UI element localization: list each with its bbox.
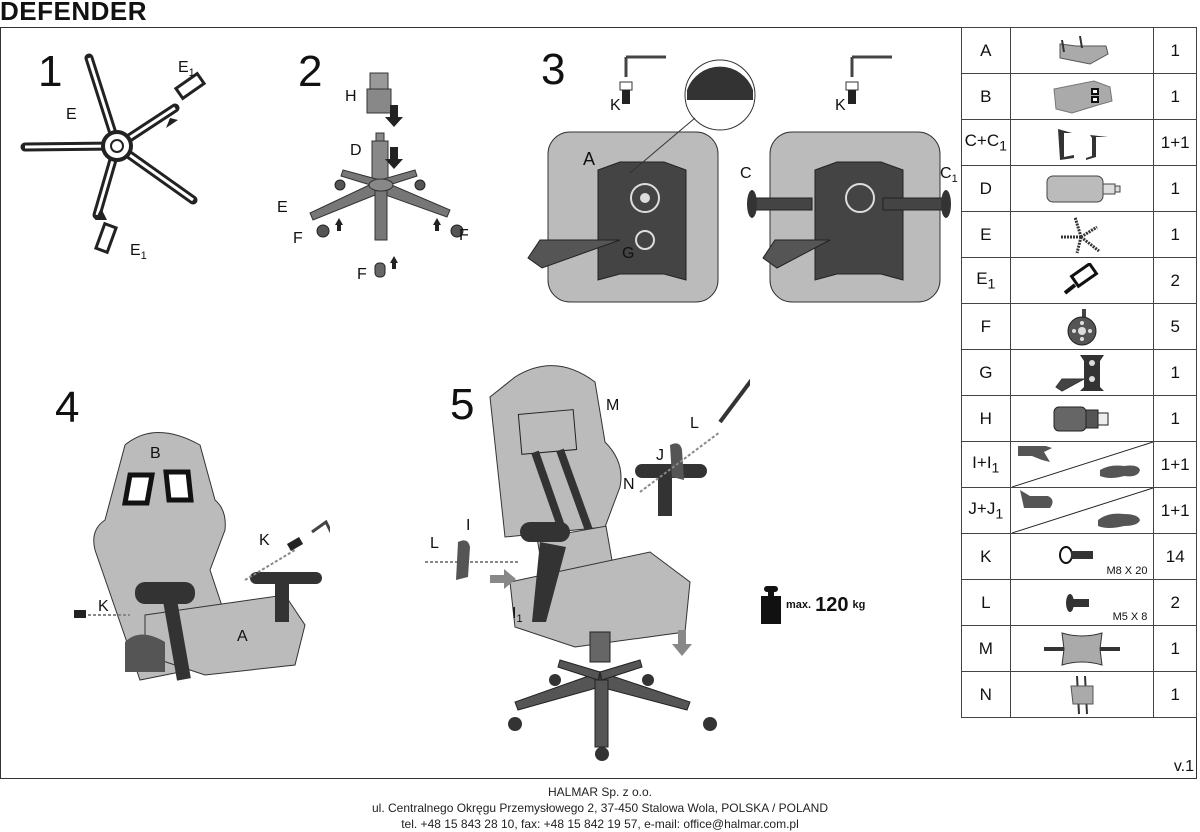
- label-d: D: [350, 142, 362, 159]
- label-f-left: F: [293, 230, 303, 247]
- head-pillow-icon: [1009, 625, 1155, 672]
- label-k-right: K: [835, 97, 846, 114]
- label-k-right: K: [259, 532, 270, 549]
- label-a: A: [237, 628, 248, 645]
- label-c1: C1: [940, 165, 958, 186]
- label-i1: I1: [512, 605, 523, 626]
- base-assembly-illustration: [309, 72, 464, 278]
- max-load-unit: kg: [852, 599, 866, 611]
- screw-icon: M5 X 8: [1009, 579, 1155, 626]
- lumbar-pillow-icon: [1009, 671, 1155, 718]
- base-arm-insert-icon: [1009, 257, 1155, 304]
- tilt-mechanism-icon: [1009, 349, 1155, 396]
- footer-address: ul. Centralnego Okręgu Przemysłowego 2, …: [371, 801, 828, 815]
- final-assembly-illustration: [425, 365, 750, 761]
- label-f-right: F: [459, 227, 469, 244]
- backrest-assembly-illustration: [74, 432, 330, 681]
- step-4-number: 4: [55, 383, 80, 432]
- label-k-left: K: [98, 598, 109, 615]
- label-b: B: [150, 445, 161, 462]
- caster-icon: [1009, 303, 1155, 350]
- step-1-number: 1: [38, 47, 63, 96]
- label-a: A: [583, 149, 596, 169]
- armrests-icon: [1009, 119, 1155, 166]
- label-m: M: [606, 397, 620, 414]
- label-f-bottom: F: [357, 266, 367, 283]
- weight-icon: [761, 586, 781, 624]
- gas-lift-icon: [1009, 165, 1155, 212]
- footer: HALMAR Sp. z o.o. ul. Centralnego Okręgu…: [0, 784, 1200, 832]
- backrest-icon: [1009, 73, 1155, 120]
- label-g: G: [622, 245, 635, 262]
- seat-icon: [1009, 27, 1155, 74]
- label-i: I: [466, 517, 471, 534]
- side-covers-i-icon: [1009, 441, 1155, 488]
- label-h: H: [345, 88, 357, 105]
- label-e: E: [277, 199, 288, 216]
- instructions-frame: [0, 27, 1197, 779]
- document-title: DEFENDER: [0, 0, 148, 26]
- max-load-value: 120: [815, 593, 849, 616]
- version-label: v.1: [1173, 758, 1194, 775]
- seat-mechanism-illustration: [527, 55, 951, 303]
- step-2-number: 2: [298, 47, 323, 96]
- footer-contact: tel. +48 15 843 28 10, fax: +48 15 842 1…: [401, 817, 799, 831]
- label-l-right: L: [690, 415, 699, 432]
- step-5-number: 5: [450, 380, 475, 429]
- step-3-number: 3: [541, 45, 566, 94]
- cylinder-cover-icon: [1009, 395, 1155, 442]
- label-k-left: K: [610, 97, 621, 114]
- label-e: E: [66, 106, 77, 123]
- label-e1-bottom: E1: [130, 242, 147, 263]
- footer-company: HALMAR Sp. z o.o.: [547, 785, 653, 799]
- star-base-illustration: [20, 53, 207, 255]
- label-j: J: [656, 447, 664, 464]
- max-load-prefix: max.: [786, 599, 812, 611]
- label-n: N: [623, 476, 635, 493]
- label-e1-top: E1: [178, 59, 195, 80]
- label-c: C: [740, 165, 752, 182]
- label-l-left: L: [430, 535, 439, 552]
- bolt-icon: M8 X 20: [1009, 533, 1155, 580]
- side-covers-j-icon: [1009, 487, 1155, 534]
- star-base-icon: [1009, 211, 1155, 258]
